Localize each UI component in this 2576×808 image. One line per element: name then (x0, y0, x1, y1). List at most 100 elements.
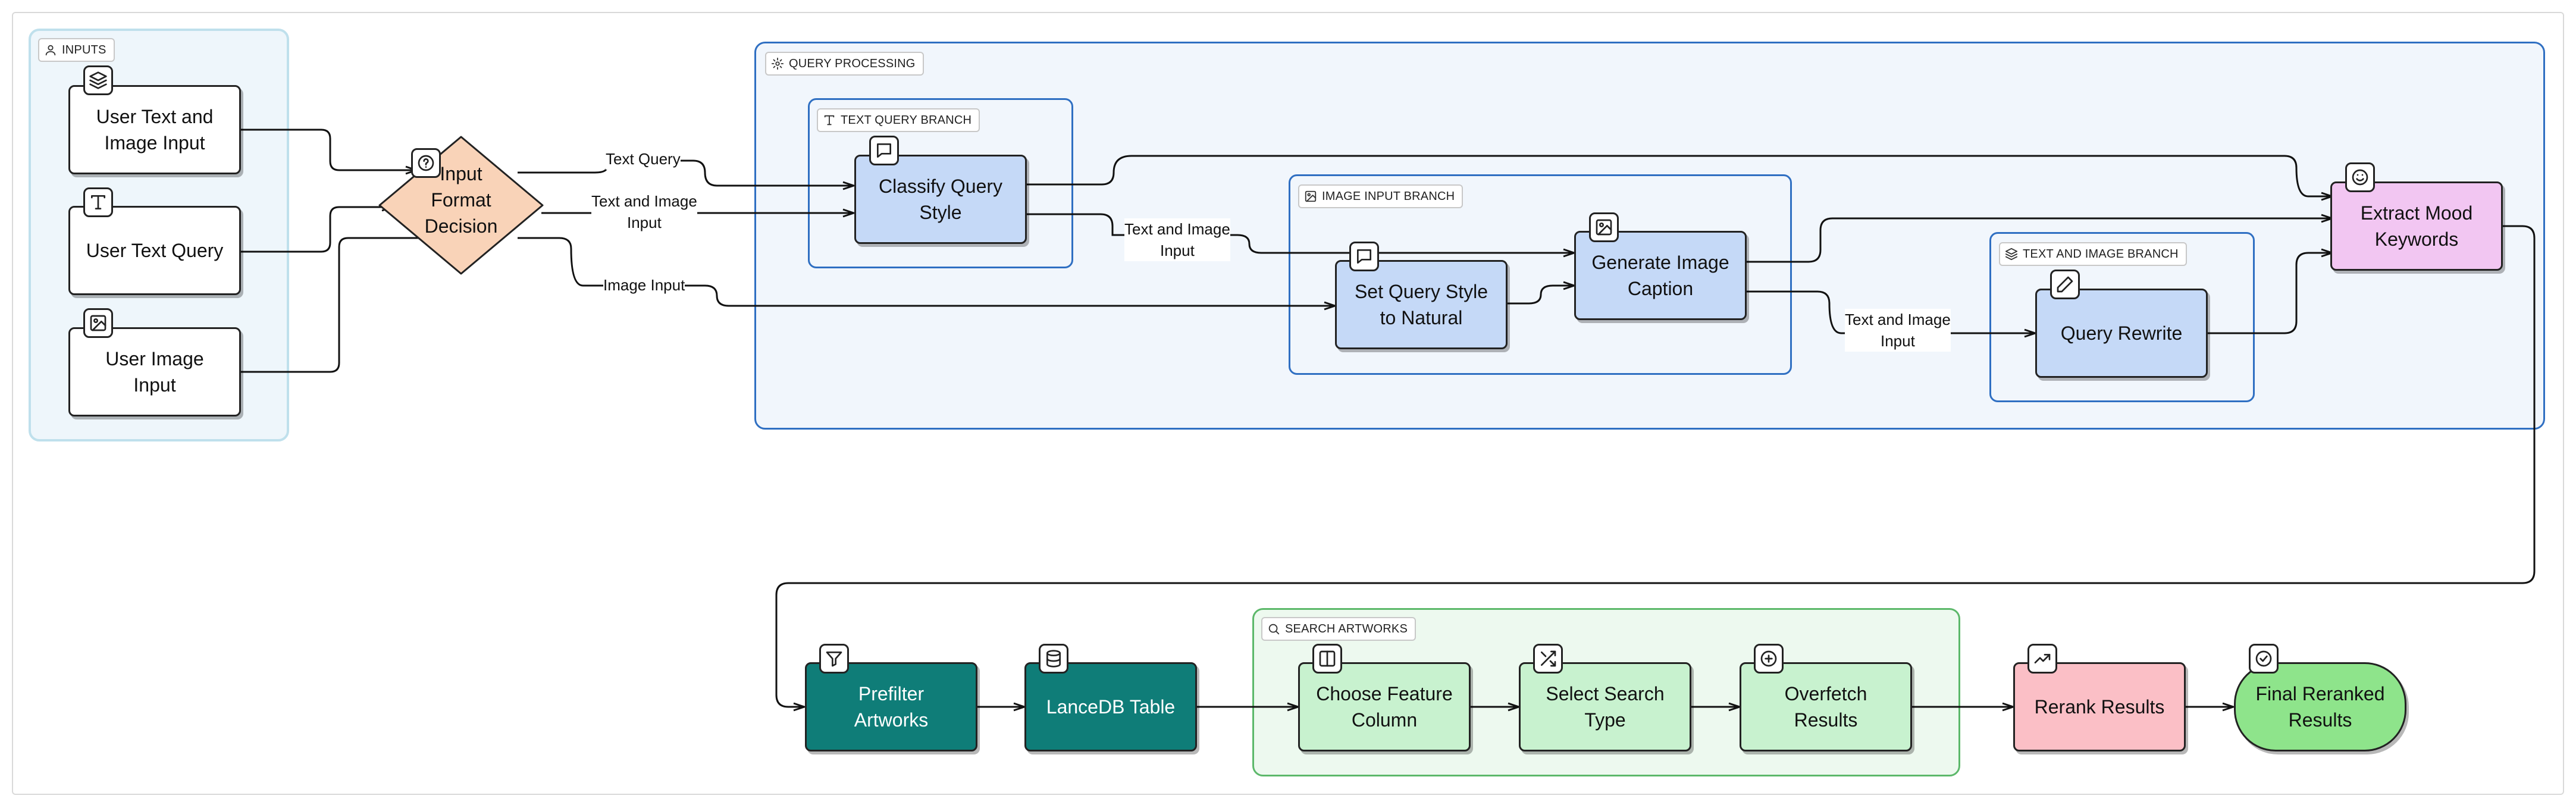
lancedb-table-node: LanceDB Table (1024, 662, 1197, 751)
edge-label-line: Text and Image (591, 192, 697, 210)
edge-label-text-query: Text Query (606, 148, 681, 170)
query-processing-group-label: QUERY PROCESSING (765, 52, 924, 76)
filter-icon (819, 644, 849, 674)
decision-line-3: Decision (424, 215, 498, 237)
image-icon (83, 308, 113, 338)
node-line: Results (2288, 709, 2352, 731)
rerank-results-node: Rerank Results (2013, 662, 2186, 751)
message-icon (1349, 242, 1379, 271)
node-line: Caption (1627, 278, 1694, 299)
database-icon (1039, 644, 1068, 674)
search-artworks-group-label: SEARCH ARTWORKS (1261, 617, 1416, 641)
node-line: Rerank Results (2034, 696, 2165, 718)
node-line: Keywords (2374, 228, 2459, 250)
edge-decision-textquery-to-classify (518, 159, 854, 186)
node-line: Prefilter (858, 683, 925, 704)
query-rewrite-node: Query Rewrite (2035, 289, 2208, 378)
edge-label-line: Image Input (603, 276, 685, 294)
node-line: Extract Mood (2360, 202, 2473, 224)
check-circle-icon (2249, 644, 2279, 674)
edge-label-text-and-image-3: Text and Image Input (1845, 309, 1951, 352)
node-line: Input (133, 374, 176, 396)
diagram-frame (12, 12, 2564, 795)
edge-label-line: Input (1880, 332, 1915, 350)
decision-node: Input Format Decision (393, 161, 529, 239)
node-line: Results (1794, 709, 1858, 731)
image-icon (1305, 190, 1317, 202)
edge-natural-to-caption (1507, 286, 1574, 305)
set-query-style-natural-node: Set Query Style to Natural (1335, 260, 1508, 349)
node-line: Style (919, 202, 962, 223)
node-line: Overfetch (1784, 683, 1867, 704)
gear-icon (771, 57, 784, 70)
edge-label-line: Input (1159, 242, 1195, 259)
node-line: User Image (105, 348, 204, 369)
node-line: Classify Query (878, 176, 1003, 197)
layers-icon (83, 65, 113, 95)
node-line: to Natural (1380, 307, 1463, 328)
plus-circle-icon (1754, 644, 1784, 674)
edge-image-to-decision (241, 238, 434, 373)
text-query-branch-label: TEXT QUERY BRANCH (817, 108, 980, 132)
query-processing-group-title: QUERY PROCESSING (789, 57, 916, 70)
edge-label-text-and-image-1: Text and Image Input (591, 190, 697, 233)
image-input-branch-title: IMAGE INPUT BRANCH (1322, 189, 1455, 203)
node-line: Set Query Style (1354, 281, 1488, 302)
node-line: Choose Feature (1316, 683, 1453, 704)
node-line: Final Reranked (2255, 683, 2385, 704)
help-circle-icon (411, 148, 441, 178)
pencil-icon (2050, 270, 2080, 299)
edge-label-line: Text and Image (1124, 220, 1230, 238)
node-line: Generate Image (1591, 252, 1729, 273)
node-line: Artworks (854, 709, 929, 731)
trending-up-icon (2027, 644, 2057, 674)
edge-text-image-to-decision (241, 129, 416, 170)
node-line: Image Input (104, 132, 205, 154)
search-artworks-group-title: SEARCH ARTWORKS (1285, 622, 1408, 635)
shuffle-icon (1533, 644, 1563, 674)
image-input-branch-group (1289, 174, 1792, 375)
text-and-image-branch-label: TEXT AND IMAGE BRANCH (1999, 242, 2187, 266)
image-input-branch-label: IMAGE INPUT BRANCH (1298, 184, 1464, 208)
edge-rewrite-to-mood (2208, 253, 2332, 334)
edge-label-line: Input (626, 214, 662, 231)
layers-icon (2005, 248, 2018, 261)
smile-icon (2345, 162, 2375, 192)
node-line: User Text and (96, 106, 214, 127)
text-query-branch-title: TEXT QUERY BRANCH (841, 113, 972, 127)
user-text-query-node: User Text Query (68, 206, 241, 295)
text-and-image-branch-title: TEXT AND IMAGE BRANCH (2023, 247, 2179, 261)
search-icon (1268, 624, 1280, 635)
edge-label-line: Text Query (606, 150, 681, 168)
edge-mood-to-prefilter (775, 225, 2536, 707)
edge-decision-image-to-natural (518, 237, 1335, 306)
edge-caption-to-rewrite (1747, 290, 2035, 333)
node-line: Query Rewrite (2060, 322, 2183, 344)
decision-line-1: Input (440, 163, 482, 184)
image-icon (1589, 212, 1619, 242)
node-line: LanceDB Table (1046, 696, 1176, 718)
edge-label-text-and-image-2: Text and Image Input (1124, 218, 1230, 261)
edge-label-line: Text and Image (1845, 311, 1951, 328)
edge-classify-to-mood (1027, 155, 2332, 196)
message-icon (869, 136, 899, 165)
edge-classify-to-caption (1027, 213, 1574, 253)
columns-icon (1312, 644, 1342, 674)
edge-text-query-to-decision (241, 207, 393, 253)
edge-label-image-input: Image Input (603, 274, 685, 296)
edge-caption-to-mood (1747, 218, 2332, 263)
node-line: User Text Query (86, 240, 224, 261)
text-icon (824, 115, 835, 126)
inputs-group-label: INPUTS (38, 38, 115, 62)
node-line: Type (1584, 709, 1626, 731)
